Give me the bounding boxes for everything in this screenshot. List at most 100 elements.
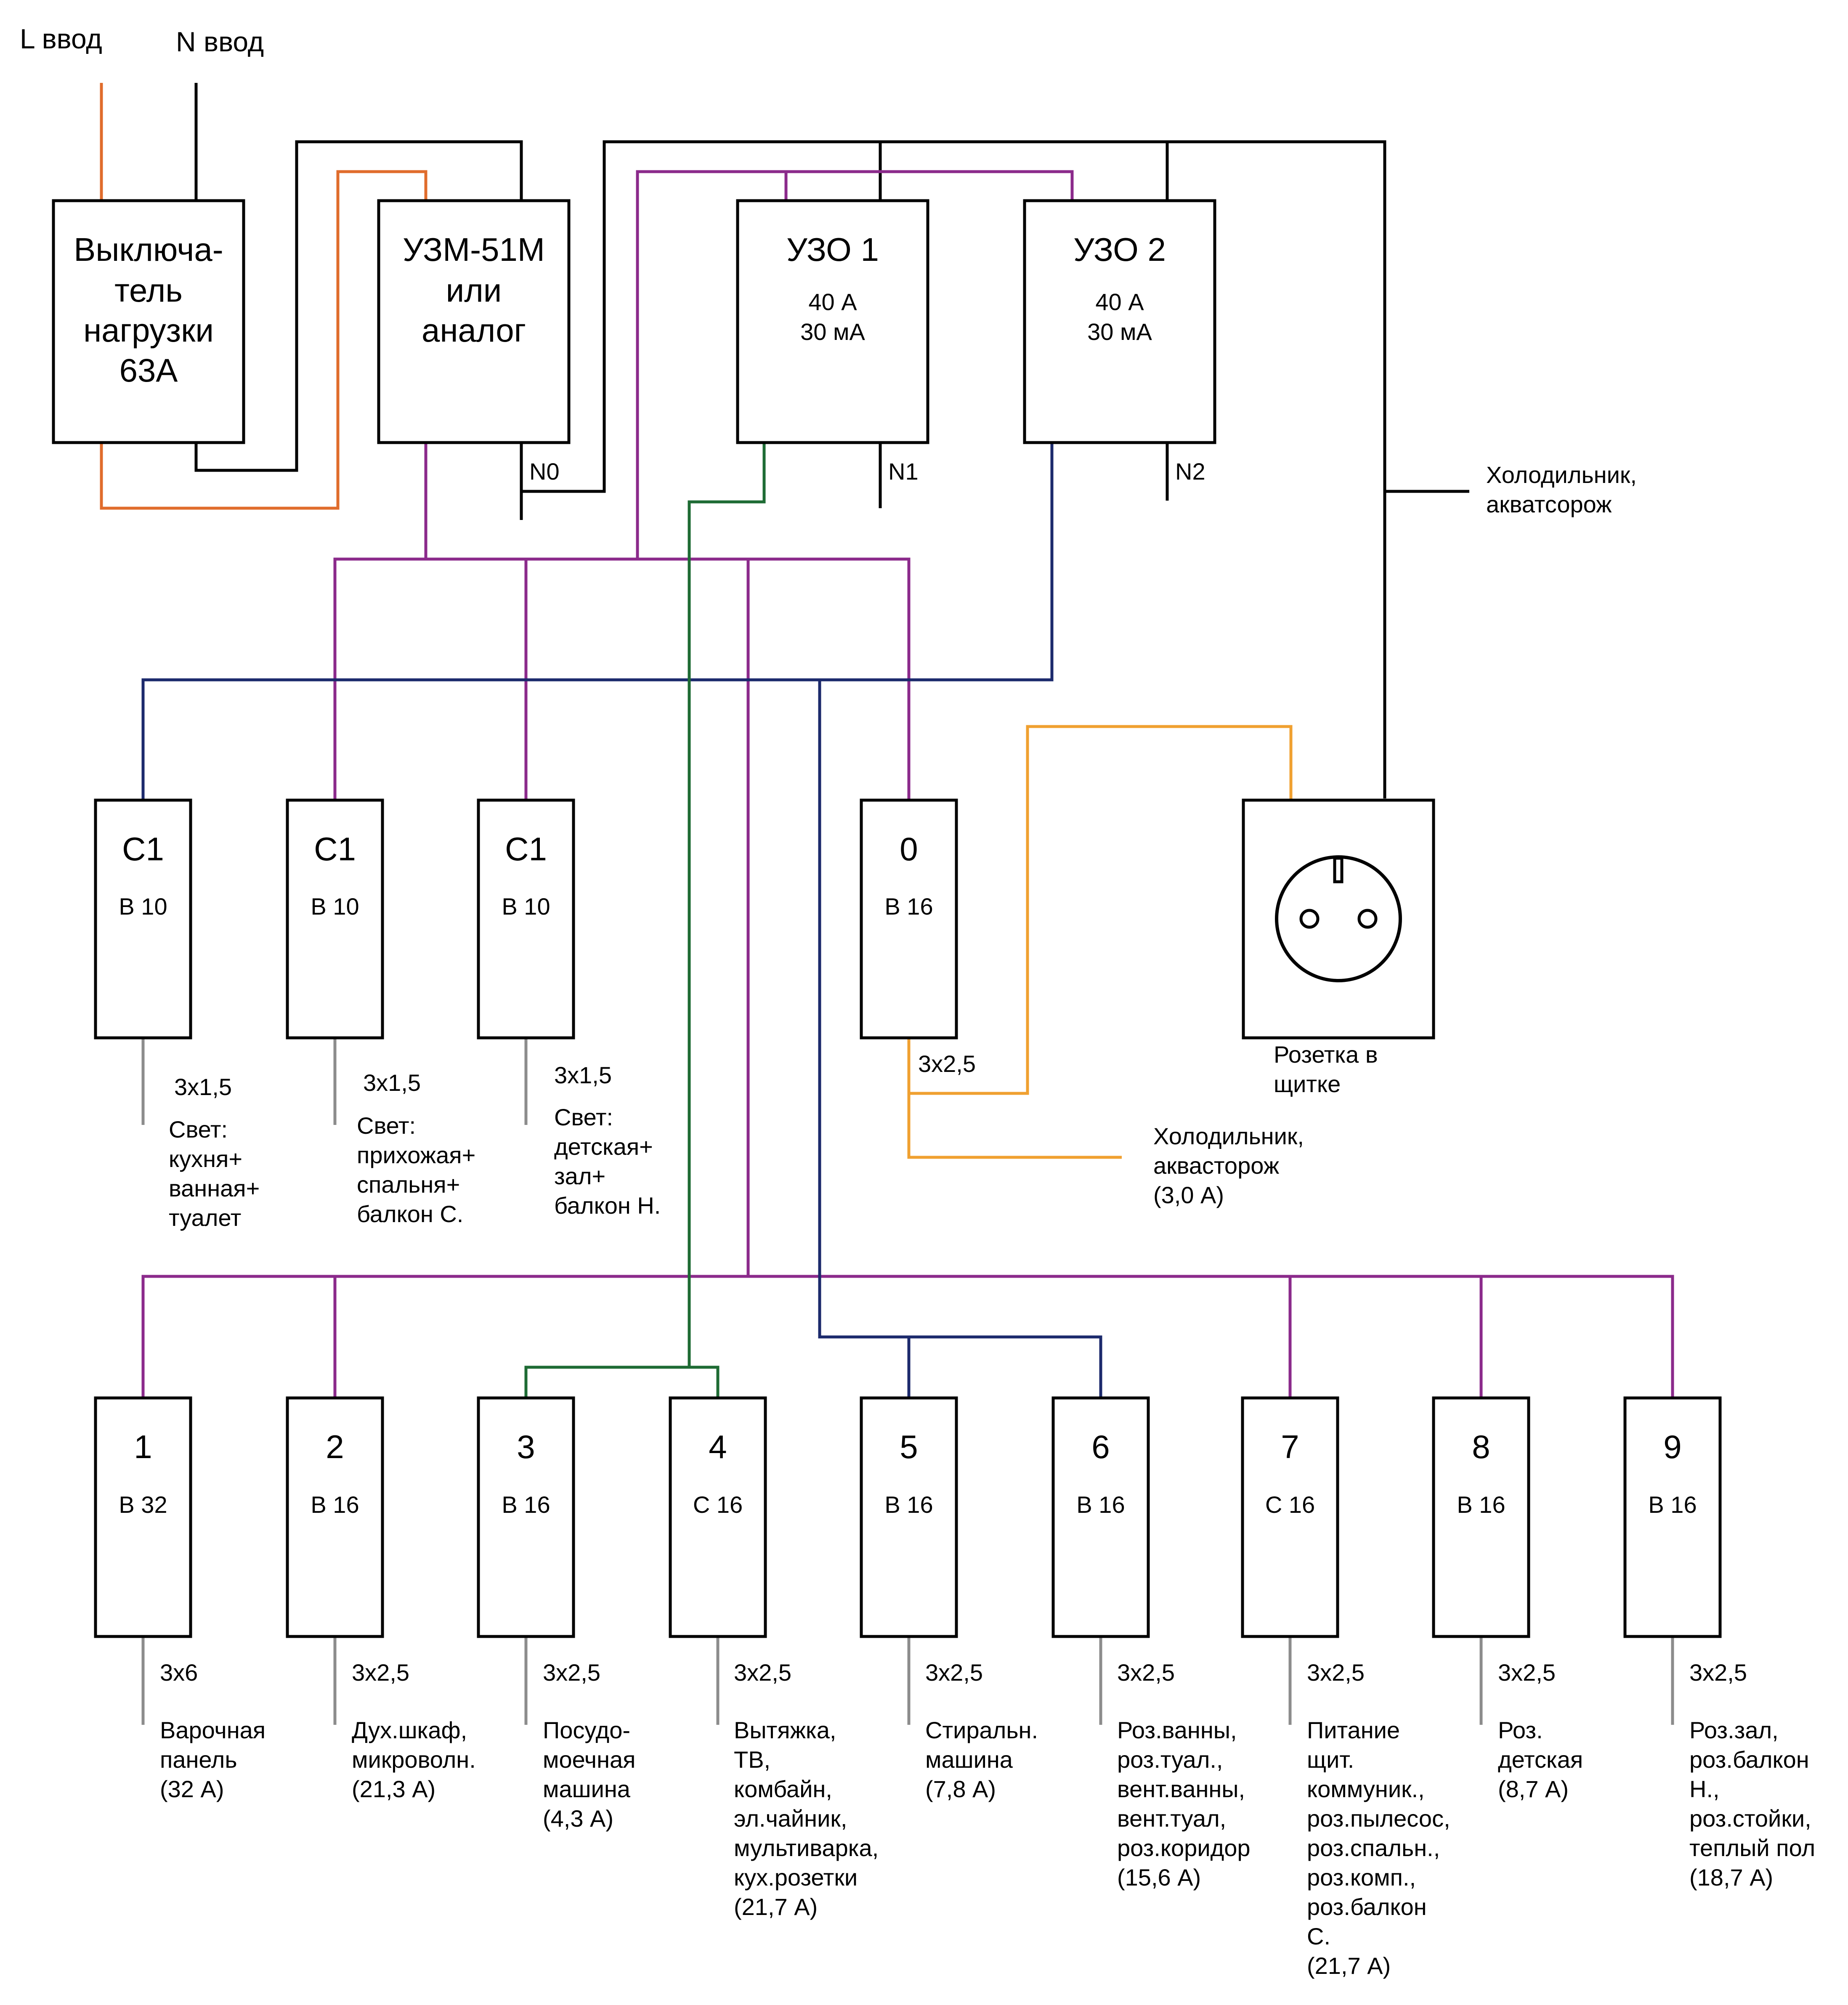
load-line: щит. (1307, 1746, 1354, 1773)
load-line: Стиральн. (925, 1717, 1038, 1743)
load-line: Вытяжка, (734, 1717, 836, 1743)
breaker-id: 8 (1472, 1428, 1490, 1465)
voltage-relay: УЗМ-51М или аналог (377, 199, 571, 444)
breaker-rating: В 32 (119, 1491, 167, 1518)
breaker-row-2: 1 В 32 3х6 Варочная панель (32 А) 2 В 16… (94, 1396, 1822, 1979)
load-line: детская+ (554, 1133, 653, 1160)
load-line: зал+ (554, 1163, 605, 1189)
n-input-label: N ввод (176, 26, 264, 57)
load-line: комбайн, (734, 1776, 832, 1802)
load-line: Роз.ванны, (1117, 1717, 1237, 1743)
load-line: панель (160, 1746, 237, 1773)
load-description: Свет: кухня+ ванная+ туалет (169, 1116, 266, 1231)
load-line: роз.балкон (1689, 1746, 1809, 1773)
load-line: машина (925, 1746, 1013, 1773)
breaker-rating: В 10 (119, 893, 167, 920)
load-description: Питание щит. коммуник., роз.пылесос, роз… (1307, 1717, 1457, 1979)
breaker-row-1: С1 В 10 3х1,5 Свет: кухня+ ванная+ туале… (94, 798, 1311, 1231)
load-line: машина (543, 1776, 631, 1802)
breaker-id: 2 (326, 1428, 344, 1465)
breaker-rating: С 16 (693, 1491, 743, 1518)
load-line: роз.пылесос, (1307, 1805, 1450, 1832)
breaker-box (1623, 1396, 1722, 1638)
load-line: (32 А) (160, 1776, 224, 1802)
n1-label: N1 (888, 458, 919, 485)
load-description: Посудо- моечная машина (4,3 А) (543, 1717, 642, 1832)
breaker-rating: В 16 (502, 1491, 550, 1518)
load-line: (4,3 А) (543, 1805, 613, 1832)
load-line: (7,8 А) (925, 1776, 996, 1802)
load-description: Свет: детская+ зал+ балкон Н. (554, 1104, 661, 1219)
cable-spec: 3х2,5 (352, 1659, 409, 1686)
breaker-id: 9 (1663, 1428, 1681, 1465)
rcd-2: УЗО 2 40 А 30 мА (1023, 199, 1216, 444)
breaker-id: 7 (1281, 1428, 1299, 1465)
load-description: Роз.зал, роз.балкон Н., роз.стойки, тепл… (1689, 1717, 1822, 1891)
load-description: Дух.шкаф, микроволн. (21,3 А) (352, 1717, 482, 1802)
switch-n-out-wire (194, 140, 523, 472)
load-description: Вытяжка, ТВ, комбайн, эл.чайник, мультив… (734, 1717, 885, 1920)
load-line: ТВ, (734, 1746, 770, 1773)
load-line: Холодильник, (1153, 1123, 1304, 1149)
load-line: Свет: (357, 1112, 416, 1139)
load-line: мультиварка, (734, 1835, 879, 1861)
switch-label-line: 63А (119, 352, 178, 389)
breaker-box (860, 798, 958, 1040)
breaker-id: 5 (900, 1428, 918, 1465)
load-line: С. (1307, 1923, 1330, 1949)
load-line: аквасторож (1153, 1152, 1280, 1179)
load-line: туалет (169, 1204, 241, 1231)
phase-row2-bus (141, 1275, 1674, 1398)
breaker-rating: С 16 (1265, 1491, 1315, 1518)
load-line: роз.комп., (1307, 1864, 1416, 1891)
rcd-1-rating: 40 А (808, 289, 857, 315)
switch-label-line: тель (114, 272, 183, 309)
rcd1-neutral-bus (524, 1366, 720, 1398)
cable-spec: 3х2,5 (734, 1659, 791, 1686)
panel-socket: Розетка в щитке (1242, 798, 1435, 1097)
rcd2-neutral-out (141, 443, 1054, 800)
load-line: ванная+ (169, 1175, 260, 1201)
phase-top-bus (636, 170, 1074, 559)
load-line: кух.розетки (734, 1864, 858, 1891)
load-line: Н., (1689, 1776, 1720, 1802)
rcd-2-leak: 30 мА (1087, 318, 1152, 345)
load-description: Роз.ванны, роз.туал., вент.ванны, вент.т… (1117, 1717, 1257, 1891)
load-line: (21,7 А) (734, 1894, 818, 1920)
breaker-box (1241, 1396, 1339, 1638)
load-line: кухня+ (169, 1146, 242, 1172)
cable-spec: 3х1,5 (174, 1074, 232, 1100)
load-line: коммуник., (1307, 1776, 1425, 1802)
breaker-id: 1 (134, 1428, 152, 1465)
fridge-line-load (907, 1093, 1122, 1159)
load-line: балкон Н. (554, 1192, 661, 1219)
breaker-rating: В 10 (311, 893, 359, 920)
label-line: Холодильник, (1486, 461, 1637, 488)
socket-pin-icon (1357, 909, 1378, 929)
n2-label: N2 (1175, 458, 1205, 485)
cable-spec: 3х2,5 (1498, 1659, 1556, 1686)
uzm-label-line: аналог (422, 312, 526, 349)
socket-ground-contact-icon (1333, 857, 1344, 883)
fridge-neutral-label: Холодильник, акватсорож (1486, 461, 1644, 517)
load-description: Роз. детская (8,7 А) (1498, 1717, 1590, 1802)
load-line: Свет: (169, 1116, 228, 1143)
n0-label: N0 (529, 458, 560, 485)
load-description: Холодильник, аквасторож (3,0 А) (1153, 1123, 1311, 1208)
load-line: роз.стойки, (1689, 1805, 1811, 1832)
breaker-box (94, 1396, 192, 1638)
load-line: (15,6 А) (1117, 1864, 1201, 1891)
uzm-label-line: или (446, 272, 502, 309)
load-line: роз.спальн., (1307, 1835, 1440, 1861)
cable-spec: 3х1,5 (363, 1069, 421, 1096)
rcd-1: УЗО 1 40 А 30 мА (736, 199, 929, 444)
neutral-top-bus (521, 140, 1386, 798)
cable-spec: 3х6 (160, 1659, 198, 1686)
rcd1-neutral-out (688, 443, 766, 1367)
rcd-2-title: УЗО 2 (1073, 231, 1166, 268)
load-description: Свет: прихожая+ спальня+ балкон С. (357, 1112, 482, 1227)
switch-label-line: Выключа- (74, 231, 223, 268)
breaker-box (477, 798, 575, 1040)
breaker-id: С1 (314, 830, 356, 867)
